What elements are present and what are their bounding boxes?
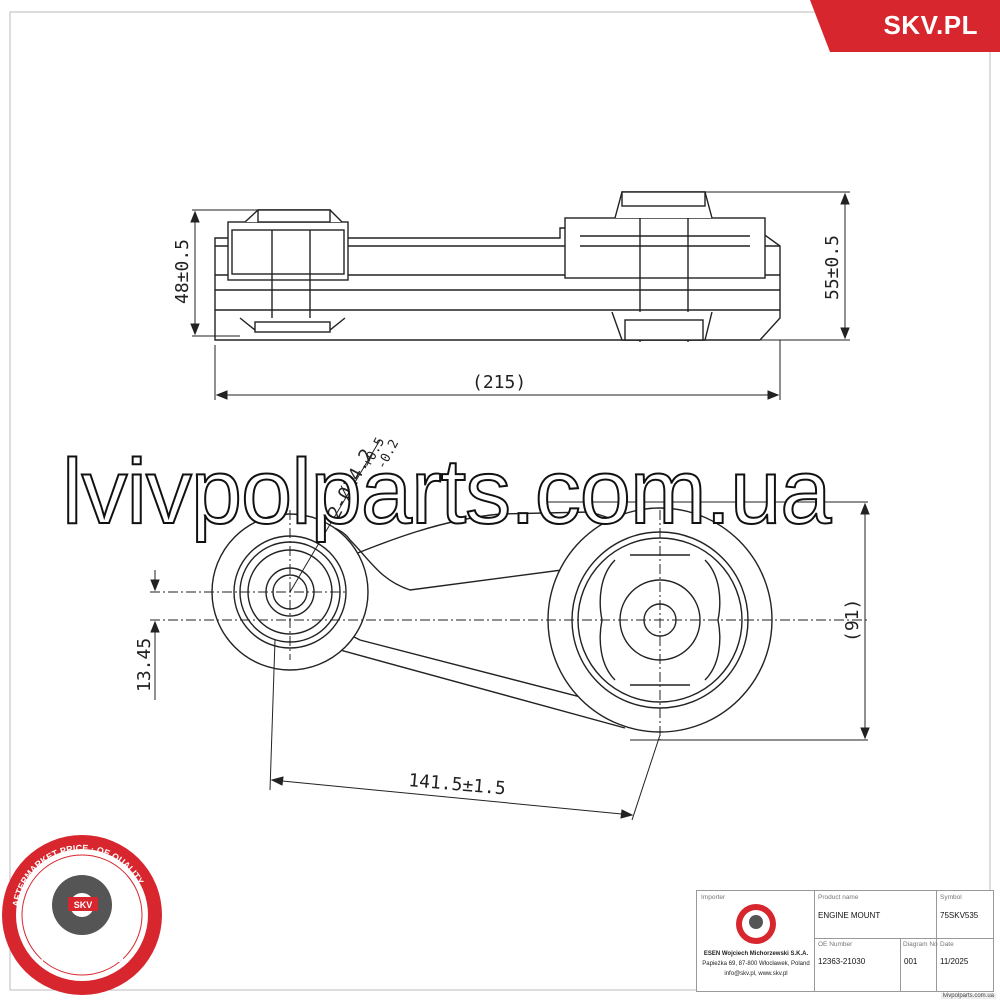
- symbol-label: Symbol: [940, 894, 962, 901]
- diagram-cell: Diagram No 001: [901, 939, 938, 991]
- oe-cell: OE Number 12363-21030: [815, 939, 901, 991]
- date-cell: Date 11/2025: [937, 939, 993, 991]
- seal-center-text: SKV: [74, 900, 93, 910]
- oe-label: OE Number: [818, 941, 853, 948]
- dim-height-right: 55±0.5: [822, 235, 843, 300]
- title-block: Importer ESEN Wojciech Michorzewski S.K.…: [696, 890, 994, 992]
- dim-overall-length: (215): [472, 372, 526, 393]
- symbol-value: 75SKV535: [940, 911, 979, 920]
- footer-watermark: lvivpolparts.com.ua: [940, 993, 996, 999]
- dim-width-right: (91): [842, 599, 863, 642]
- watermark-text: lvivpolparts.com.ua: [61, 440, 832, 544]
- product-cell: Product name ENGINE MOUNT: [815, 891, 937, 939]
- small-seal-icon: [736, 904, 776, 944]
- product-value: ENGINE MOUNT: [818, 911, 881, 920]
- importer-name: ESEN Wojciech Michorzewski S.K.A.: [703, 951, 809, 957]
- importer-label: Importer: [701, 894, 726, 901]
- symbol-cell: Symbol 75SKV535: [937, 891, 993, 939]
- dim-offset: 13.45: [134, 638, 155, 692]
- diagram-value: 001: [904, 957, 918, 966]
- date-label: Date: [940, 941, 954, 948]
- skv-seal: AFTERMARKET PRICE · OE QUALITY SKV AUTO …: [2, 835, 162, 995]
- product-label: Product name: [818, 894, 859, 901]
- brand-logo-text: SKV.PL: [883, 10, 978, 40]
- importer-address: Papieżka 69, 87-800 Włocławek, Poland: [702, 961, 810, 967]
- importer-cell: Importer ESEN Wojciech Michorzewski S.K.…: [697, 891, 815, 991]
- importer-contact: info@skv.pl, www.skv.pl: [724, 971, 788, 977]
- side-view: [214, 191, 781, 342]
- top-view-dimensions: [150, 439, 870, 821]
- seal-bottom-text: AUTO PARTS: [40, 950, 124, 965]
- diagram-label: Diagram No: [903, 941, 938, 948]
- date-value: 11/2025: [940, 957, 969, 966]
- oe-value: 12363-21030: [818, 957, 866, 966]
- side-view-dimensions: [190, 191, 850, 400]
- dim-height-left: 48±0.5: [172, 239, 193, 304]
- brand-banner: [810, 0, 1000, 52]
- drawing-frame: [9, 11, 991, 991]
